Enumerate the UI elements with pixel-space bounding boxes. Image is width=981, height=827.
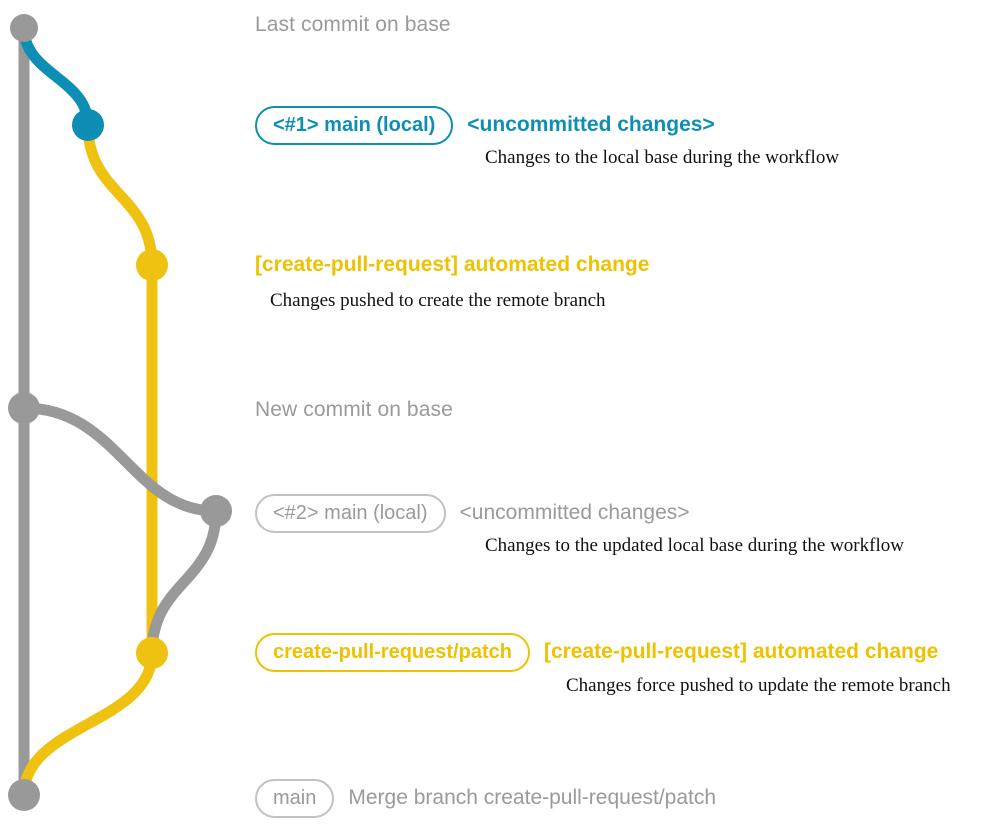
- branch-badge-main-local-1[interactable]: <#1> main (local): [255, 106, 454, 145]
- row-description-local-change-1: Changes to the local base during the wor…: [485, 147, 840, 168]
- commit-subject: Last commit on base: [255, 13, 451, 36]
- row-automated-change-1: [create-pull-request] automated change: [255, 253, 649, 277]
- row-new-commit-on-base: New commit on base: [255, 398, 453, 422]
- row-last-commit-on-base: Last commit on base: [255, 13, 451, 37]
- branch-badge-main-local-2[interactable]: <#2> main (local): [255, 494, 446, 533]
- row-description-local-change-2: Changes to the updated local base during…: [485, 535, 904, 556]
- commit-node-base-new[interactable]: [8, 392, 40, 424]
- commit-subject: [create-pull-request] automated change: [255, 253, 650, 276]
- row-description-automated-change-1: Changes pushed to create the remote bran…: [270, 290, 606, 311]
- commit-node-patch-1[interactable]: [136, 249, 168, 281]
- branch-badge-create-pull-request-patch[interactable]: create-pull-request/patch: [255, 633, 530, 672]
- commit-subject: Merge branch create-pull-request/patch: [348, 786, 717, 809]
- row-automated-change-2: create-pull-request/patch [create-pull-r…: [255, 633, 938, 672]
- branch-badge-main[interactable]: main: [255, 779, 335, 818]
- edge-base-to-local1: [18, 22, 94, 131]
- row-local-change-2: <#2> main (local) <uncommitted changes>: [255, 494, 690, 533]
- commit-subject: New commit on base: [255, 398, 453, 421]
- edge-local2-to-patch2: [146, 505, 222, 659]
- commit-node-local-1[interactable]: [72, 109, 104, 141]
- edge-local1-to-patch1: [82, 119, 158, 271]
- commit-node-local-2[interactable]: [200, 495, 232, 527]
- row-local-change-1: <#1> main (local) <uncommitted changes>: [255, 106, 715, 145]
- commit-subject: [create-pull-request] automated change: [543, 640, 939, 663]
- edge-basenew-to-local2: [18, 402, 222, 517]
- commit-subject: <uncommitted changes>: [467, 113, 715, 136]
- row-description-automated-change-2: Changes force pushed to update the remot…: [566, 675, 951, 696]
- edge-patch2-to-merge: [18, 647, 158, 801]
- commit-subject: <uncommitted changes>: [459, 501, 690, 524]
- commit-node-patch-2[interactable]: [136, 637, 168, 669]
- row-merge-commit: main Merge branch create-pull-request/pa…: [255, 779, 716, 818]
- commit-node-base-merge[interactable]: [8, 779, 40, 811]
- commit-node-base-last[interactable]: [10, 14, 38, 42]
